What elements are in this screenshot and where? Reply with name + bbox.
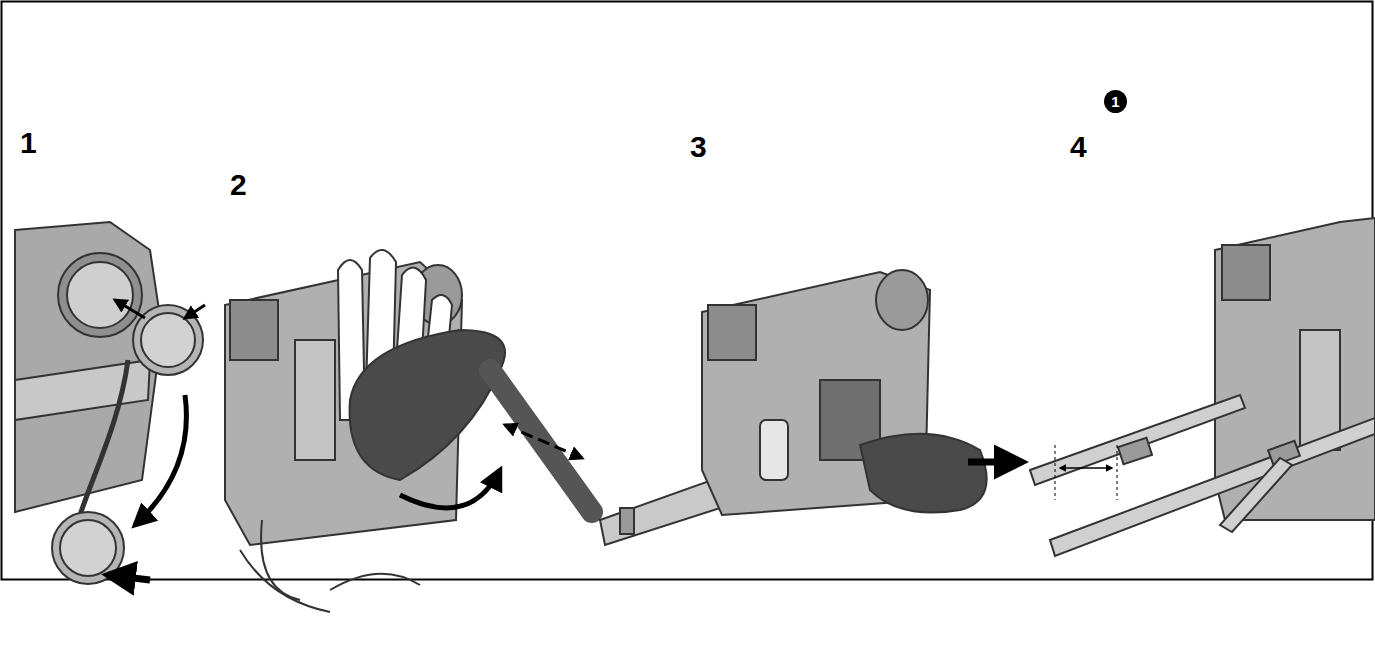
step-number: 3 xyxy=(690,132,707,162)
step-number: 4 xyxy=(1070,132,1087,162)
step-number: 2 xyxy=(230,170,247,200)
panel-4-camcorder xyxy=(968,218,1375,556)
step-number: 1 xyxy=(20,128,37,158)
callout-number: 1 xyxy=(1104,90,1127,113)
panel-2-camcorder xyxy=(225,250,592,612)
panel-1-camcorder xyxy=(15,222,205,584)
frame xyxy=(2,2,1373,580)
panel-3-camcorder xyxy=(600,270,987,545)
